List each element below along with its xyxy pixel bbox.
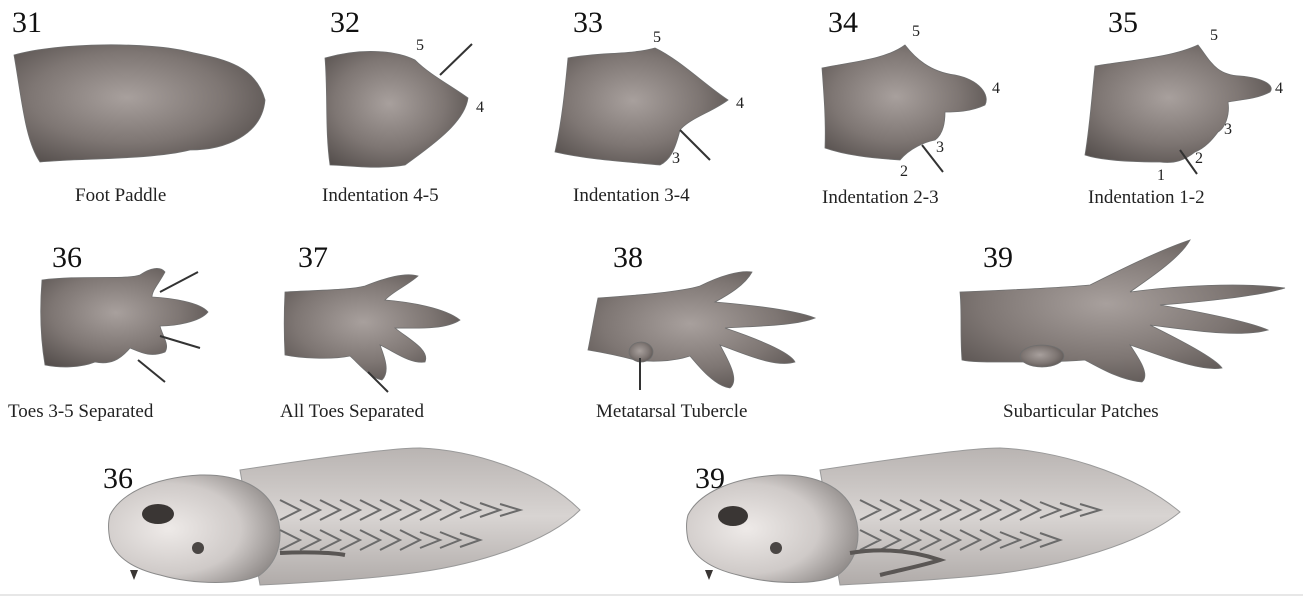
- digit-label: 3: [936, 139, 944, 156]
- tadpole-stage-39: 39: [687, 448, 1181, 585]
- stage-caption: All Toes Separated: [280, 401, 424, 422]
- limb-paddle-shape: [822, 45, 986, 160]
- stage-number: 37: [298, 241, 328, 274]
- foot-shape: [41, 268, 208, 367]
- stage-number: 39: [983, 241, 1013, 274]
- toe-pointer: [138, 360, 165, 382]
- stage-31: 31 Foot Paddle: [12, 6, 265, 206]
- spiracle: [770, 542, 782, 554]
- stage-33: 33 5 4 3 Indentation 3-4: [555, 6, 744, 206]
- stage-caption: Indentation 4-5: [322, 185, 439, 206]
- stage-caption: Indentation 3-4: [573, 185, 690, 206]
- limb-paddle-shape: [14, 45, 265, 162]
- stage-caption: Foot Paddle: [75, 185, 166, 206]
- spiracle: [192, 542, 204, 554]
- tail-fin: [240, 448, 580, 585]
- stage-number: 38: [613, 241, 643, 274]
- stage-34: 34 5 4 3 2 Indentation 2-3: [822, 6, 1000, 208]
- stage-caption: Metatarsal Tubercle: [596, 401, 747, 422]
- foot-shape: [284, 275, 460, 380]
- tadpole-body: [109, 475, 281, 583]
- stage-32: 32 5 4 Indentation 4-5: [322, 6, 484, 206]
- stage-caption: Indentation 2-3: [822, 187, 939, 208]
- digit-label: 5: [1210, 27, 1218, 44]
- stage-number: 33: [573, 6, 603, 39]
- tadpole-stage-36: 36: [103, 448, 580, 585]
- digit-label: 5: [416, 37, 424, 54]
- stage-number: 32: [330, 6, 360, 39]
- digit-label: 5: [653, 29, 661, 46]
- foot-shape: [588, 272, 815, 388]
- tail-fin: [820, 448, 1180, 585]
- stage-39: 39 Subarticular Patches: [960, 240, 1285, 422]
- toe-pointer: [160, 272, 198, 292]
- digit-label: 4: [1275, 80, 1283, 97]
- stage-caption: Indentation 1-2: [1088, 187, 1205, 208]
- tadpole-body: [687, 475, 859, 583]
- digit-label: 3: [1224, 121, 1232, 138]
- mouth: [130, 570, 138, 580]
- stage-35: 35 5 4 3 2 1 Indentation 1-2: [1085, 6, 1283, 208]
- digit-label: 4: [992, 80, 1000, 97]
- eye: [142, 504, 174, 524]
- indentation-pointer: [680, 130, 710, 160]
- indentation-pointer: [440, 44, 472, 75]
- stage-number: 31: [12, 6, 42, 39]
- stage-number: 34: [828, 6, 858, 39]
- tadpole-number: 36: [103, 462, 133, 495]
- digit-label: 5: [912, 23, 920, 40]
- stage-36: 36 Toes 3-5 Separated: [8, 241, 208, 422]
- digit-label: 2: [900, 163, 908, 180]
- stage-caption: Subarticular Patches: [1003, 401, 1159, 422]
- digit-label: 3: [672, 150, 680, 167]
- limb-paddle-shape: [555, 48, 728, 165]
- subarticular-patch: [1020, 345, 1064, 367]
- digit-label: 1: [1157, 167, 1165, 184]
- digit-label: 2: [1195, 150, 1203, 167]
- mouth: [705, 570, 713, 580]
- stage-number: 35: [1108, 6, 1138, 39]
- stage-37: 37 All Toes Separated: [280, 241, 460, 422]
- digit-label: 4: [476, 99, 484, 116]
- limb-paddle-shape: [1085, 45, 1271, 163]
- eye: [718, 506, 748, 526]
- digit-label: 4: [736, 95, 744, 112]
- stage-number: 36: [52, 241, 82, 274]
- stage-caption: Toes 3-5 Separated: [8, 401, 154, 422]
- stage-38: 38 Metatarsal Tubercle: [588, 241, 815, 422]
